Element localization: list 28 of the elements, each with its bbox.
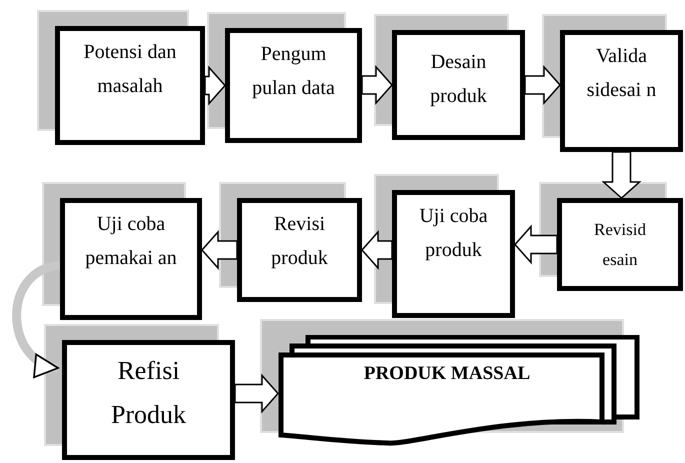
- step-label: Potensi dan masalah: [82, 40, 178, 99]
- multi-document-shape: [278, 335, 640, 447]
- process-box: [392, 30, 525, 140]
- block-arrow: [361, 65, 393, 105]
- block-arrow: [602, 151, 642, 199]
- block-arrow: [204, 66, 226, 106]
- block-arrow: [514, 224, 558, 264]
- process-box: [62, 340, 235, 460]
- block-arrow: [201, 230, 238, 270]
- step-label: Desain produk: [429, 50, 488, 109]
- step-label: Revisid esain: [593, 219, 647, 271]
- process-box: [225, 28, 362, 143]
- step-label: Uji coba produk: [418, 204, 489, 263]
- step-label: Pengum pulan data: [251, 42, 336, 101]
- step-label: PRODUK MASSAL: [362, 362, 532, 386]
- process-box: [557, 198, 683, 291]
- step-label: Uji coba pemakai an: [84, 212, 178, 271]
- process-box: [60, 198, 202, 320]
- block-arrow: [234, 374, 279, 414]
- step-label: Revisi produk: [270, 212, 329, 271]
- process-box: [237, 198, 362, 302]
- block-arrow: [524, 65, 561, 105]
- step-label: Refisi Produk: [110, 355, 188, 431]
- process-box: [560, 30, 683, 152]
- step-label: Valida sidesai n: [586, 44, 658, 103]
- process-box: [55, 26, 205, 145]
- block-arrow: [361, 230, 393, 270]
- process-box: [392, 190, 515, 318]
